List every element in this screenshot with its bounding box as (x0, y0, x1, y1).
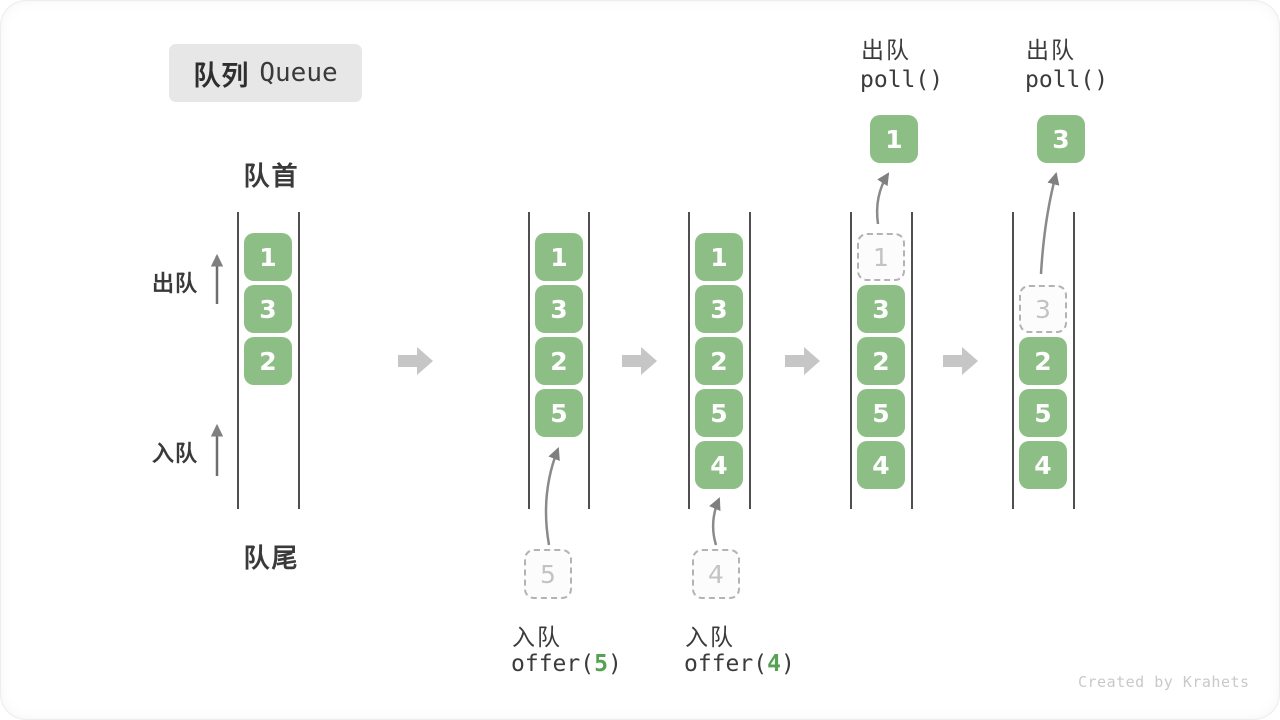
queue2-cell: 2 (535, 337, 583, 385)
queue5-ghost-cell: 3 (1019, 285, 1067, 333)
enqueue5-arrow (544, 447, 560, 546)
state-transition-arrow (785, 347, 820, 375)
watermark: Created by Krahets (1078, 673, 1250, 691)
enqueue5-code: offer(5) (511, 651, 622, 677)
queue1-cell: 1 (244, 233, 292, 281)
queue4-cell: 5 (857, 389, 905, 437)
queue4-cell: 3 (857, 285, 905, 333)
title-badge: 队列 Queue (169, 44, 362, 102)
enqueue5-label: 入队 (512, 624, 562, 650)
queue2-incoming-cell: 5 (524, 549, 572, 599)
queue3-cell: 4 (695, 441, 743, 489)
queue2-cell: 1 (535, 233, 583, 281)
enqueue4-label: 入队 (685, 624, 735, 650)
queue1-right-wall (298, 212, 300, 509)
queue3-cell: 2 (695, 337, 743, 385)
state-transition-arrow (398, 347, 433, 375)
code-arg: 4 (767, 651, 781, 677)
queue3-right-wall (749, 212, 751, 509)
queue2-cell: 3 (535, 285, 583, 333)
queue4-ghost-cell: 1 (857, 233, 905, 281)
queue5-cell: 4 (1019, 441, 1067, 489)
code-arg: 5 (594, 651, 608, 677)
queue5-left-wall (1012, 212, 1014, 509)
queue3-cell: 1 (695, 233, 743, 281)
label-enqueue: 入队 (151, 441, 198, 466)
queue3-incoming-cell: 4 (692, 549, 740, 599)
queue5-cell: 5 (1019, 389, 1067, 437)
queue2-left-wall (528, 212, 530, 509)
code-fn: offer( (511, 651, 595, 677)
queue3-left-wall (688, 212, 690, 509)
code-close: ) (780, 651, 795, 677)
queue4-popped-cell: 1 (870, 115, 918, 163)
queue5-popped-cell: 3 (1037, 115, 1085, 163)
queue2-cell: 5 (535, 389, 583, 437)
code-fn: offer( (684, 651, 768, 677)
title-zh: 队列 (193, 60, 250, 91)
queue4-cell: 4 (857, 441, 905, 489)
label-queue-rear: 队尾 (243, 543, 300, 573)
queue5-right-wall (1073, 212, 1075, 509)
enqueue4-code: offer(4) (684, 651, 795, 677)
queue1-left-wall (237, 212, 239, 509)
queue4-cell: 2 (857, 337, 905, 385)
queue1-cell: 3 (244, 285, 292, 333)
queue4-right-wall (911, 212, 913, 509)
dequeue1-code: poll() (860, 67, 944, 93)
code-close: ) (607, 651, 622, 677)
dequeue3-arrow (1039, 171, 1060, 275)
title-en: Queue (259, 58, 338, 88)
queue3-cell: 5 (695, 389, 743, 437)
label-queue-front: 队首 (243, 161, 300, 191)
state-transition-arrow (622, 347, 657, 375)
dequeue3-code: poll() (1025, 67, 1109, 93)
dequeue3-label: 出队 (1026, 37, 1076, 63)
dequeue1-label: 出队 (861, 37, 911, 63)
dequeue1-arrow (875, 172, 890, 225)
state-transition-arrow (943, 347, 978, 375)
queue2-right-wall (588, 212, 590, 509)
queue4-left-wall (850, 212, 852, 509)
queue3-cell: 3 (695, 285, 743, 333)
queue5-cell: 2 (1019, 337, 1067, 385)
queue1-cell: 2 (244, 337, 292, 385)
label-dequeue: 出队 (151, 271, 198, 296)
enqueue4-arrow (709, 497, 721, 546)
